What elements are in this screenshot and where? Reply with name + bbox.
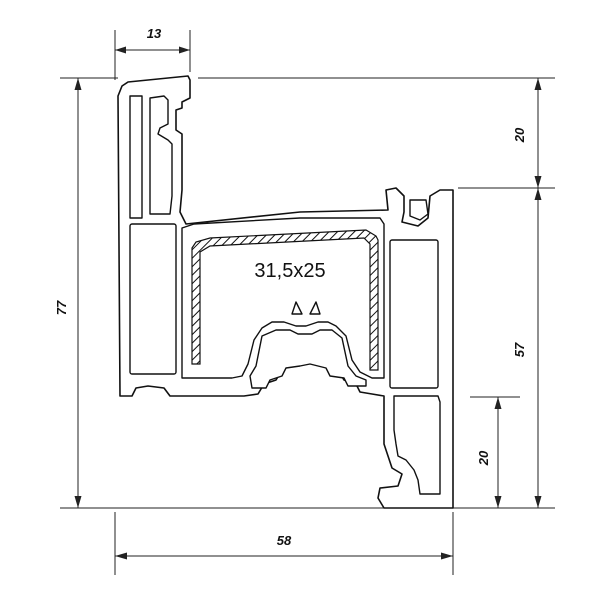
dimension-right-bottom: 20 <box>476 397 502 508</box>
dim-total-height-label: 77 <box>54 300 69 315</box>
reinforcement-size-label: 31,5x25 <box>254 260 325 282</box>
dimension-right-upper: 20 <box>512 78 542 188</box>
gasket-teeth <box>291 301 321 315</box>
profile-outline <box>117 75 454 509</box>
chamber-left-upper-hook <box>149 95 173 215</box>
chamber-right-lower <box>393 395 441 495</box>
dimension-total-height: 77 <box>54 78 82 508</box>
chamber-left-top <box>129 95 143 219</box>
dimension-bottom-width: 58 <box>115 533 453 560</box>
dim-right-upper-label: 20 <box>512 127 527 143</box>
dim-right-bottom-label: 20 <box>476 450 491 466</box>
chamber-left-middle <box>129 223 177 375</box>
steel-reinforcement <box>191 229 379 371</box>
chamber-central <box>181 217 385 379</box>
chamber-central-bottom <box>249 329 367 389</box>
dim-top-width-label: 13 <box>147 26 162 41</box>
dim-right-lower-total-label: 57 <box>512 342 527 357</box>
dimension-right-lower-total: 57 <box>512 188 542 508</box>
dimension-top-width: 13 <box>115 26 190 54</box>
extension-lines <box>60 30 555 575</box>
chamber-right-top <box>409 199 429 221</box>
chamber-right-upper <box>389 239 439 389</box>
dim-bottom-width-label: 58 <box>277 533 292 548</box>
